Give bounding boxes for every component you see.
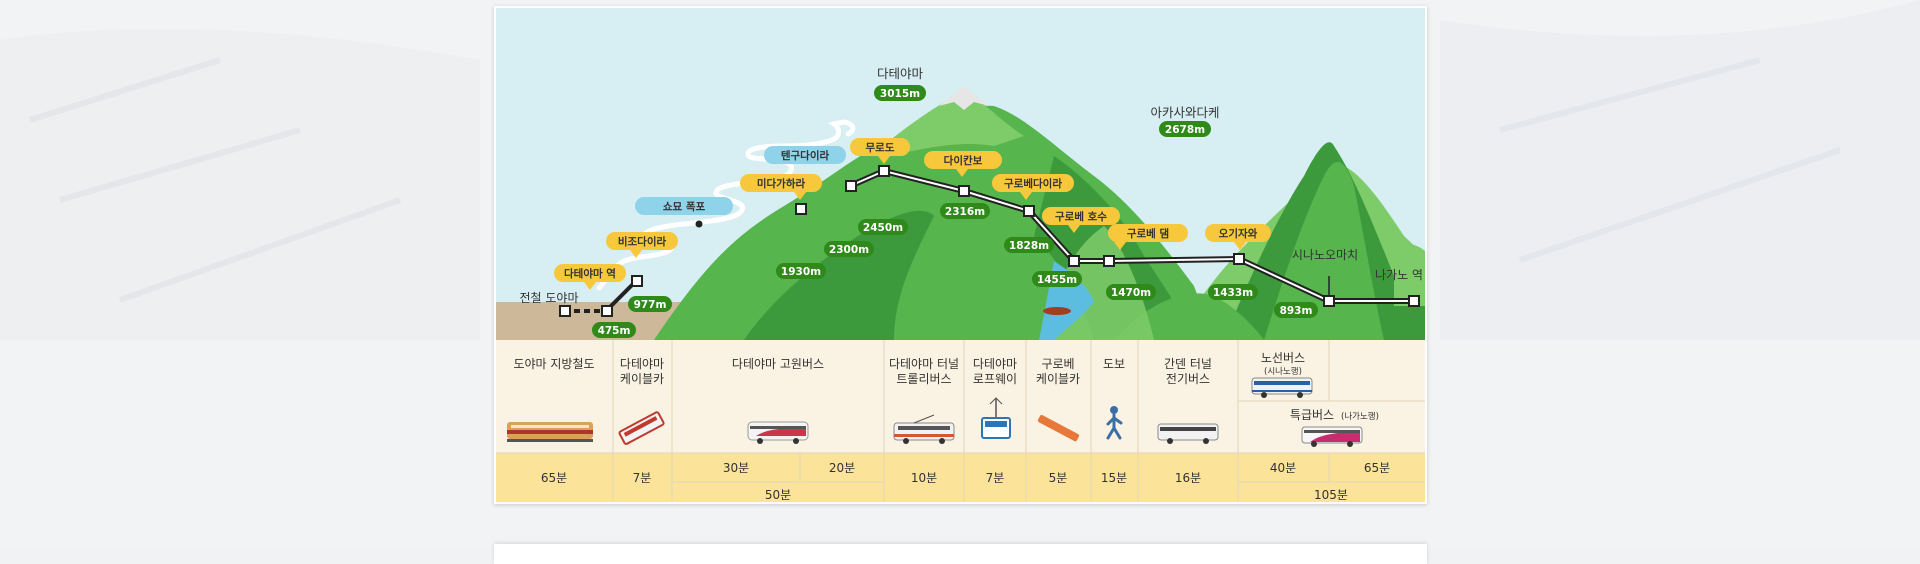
- boat: [1043, 307, 1071, 315]
- time-kurobe-cable: 5분: [1049, 471, 1068, 485]
- plain-station-labels: 전철 도야마 시나노오마치 나가노 역: [519, 248, 1423, 305]
- tag-midagahara: 미다가하라: [757, 177, 806, 190]
- table-dividers: [496, 340, 1425, 502]
- time-route-bus-2: 65분: [1364, 461, 1390, 475]
- peak-akazawa-alt: 2678m: [1165, 124, 1205, 136]
- alt-893: 893m: [1280, 305, 1313, 317]
- station-tags: 다테야마 역 비조다이라 미다가하라 무로도 다이칸보 구로베다이라 구로베 호…: [554, 138, 1271, 290]
- time-walk: 15분: [1101, 471, 1127, 485]
- tag-bijodaira: 비조다이라: [618, 235, 667, 248]
- alt-1470: 1470m: [1111, 287, 1151, 299]
- tag-murodo: 무로도: [866, 142, 895, 154]
- label-tetsudo-toyama: 전철 도야마: [519, 291, 578, 305]
- alt-1433: 1433m: [1213, 287, 1253, 299]
- label-nagano: 나가노 역: [1375, 268, 1423, 282]
- trolley-bus-icon: [893, 414, 955, 444]
- time-kanden: 16분: [1175, 471, 1201, 485]
- peak-akazawa-name: 아카사와다케: [1150, 105, 1219, 120]
- label-express-bus: 특급버스: [1290, 408, 1334, 422]
- time-route-total: 105분: [1314, 488, 1348, 502]
- label-toyama-rail: 도야마 지방철도: [513, 357, 594, 371]
- label-trolley-2: 트롤리버스: [896, 372, 951, 386]
- train-icon: [507, 422, 593, 442]
- transport-labels: 도야마 지방철도 다테야마 케이블카 다테야마 고원버스 다테야마 터널 트롤리…: [513, 351, 1379, 422]
- express-bus-icon: [1301, 426, 1363, 447]
- vehicle-icons: [507, 377, 1363, 447]
- tag-ogizawa: 오기자와: [1219, 227, 1258, 240]
- altitude-pills: 475m 977m 1930m 2300m 2450m 2316m 1828m …: [592, 203, 1318, 338]
- label-trolley-1: 다테야마 터널: [889, 357, 959, 371]
- time-bus-2: 20분: [829, 461, 855, 475]
- label-route-bus-sub: (시나노행): [1264, 366, 1302, 377]
- time-bus-total: 50분: [765, 488, 791, 502]
- label-ropeway-2: 로프웨이: [973, 372, 1017, 386]
- time-route-bus-1: 40분: [1270, 461, 1296, 475]
- time-ropeway: 7분: [986, 471, 1005, 485]
- label-highland-bus: 다테야마 고원버스: [732, 357, 824, 371]
- time-tateyama-cable: 7분: [633, 471, 652, 485]
- label-ropeway-1: 다테야마: [973, 357, 1017, 371]
- tag-shomyo-falls: 쇼묘 폭포: [663, 201, 706, 213]
- ropeway-icon: [981, 397, 1011, 439]
- next-card-edge: [494, 544, 1427, 564]
- highland-bus-icon: [747, 421, 809, 444]
- peak-tateyama-alt: 3015m: [880, 88, 920, 100]
- peak-labels: 다테야마 3015m 아카사와다케 2678m: [874, 66, 1220, 137]
- label-kurobe-cable-2: 케이블카: [1036, 372, 1080, 386]
- time-bus-1: 30분: [723, 461, 749, 475]
- time-trolley: 10분: [911, 471, 937, 485]
- label-shinanoomachi: 시나노오마치: [1292, 248, 1358, 262]
- label-kurobe-cable-1: 구로베: [1041, 357, 1074, 371]
- alt-2300: 2300m: [829, 244, 869, 256]
- tag-kurobe-dam: 구로베 댐: [1127, 227, 1169, 240]
- tag-tateyama-station: 다테야마 역: [564, 267, 616, 280]
- alt-977: 977m: [634, 299, 667, 311]
- alt-1930: 1930m: [781, 266, 821, 278]
- kurobe-cable-icon: [1037, 414, 1080, 442]
- alt-2450: 2450m: [863, 222, 903, 234]
- peak-tateyama-name: 다테야마: [877, 66, 924, 81]
- travel-times: 65분 7분 30분 20분 50분 10분 7분 5분 15분 16분 40분…: [541, 461, 1390, 502]
- alt-1828: 1828m: [1009, 240, 1049, 252]
- tag-kurobe-lake: 구로베 호수: [1055, 210, 1107, 223]
- label-kanden-1: 간덴 터널: [1164, 357, 1212, 371]
- time-toyama-rail: 65분: [541, 471, 567, 485]
- label-walk: 도보: [1103, 357, 1125, 371]
- electric-bus-icon: [1157, 423, 1219, 444]
- alpine-route-diagram: 다테야마 역 비조다이라 미다가하라 무로도 다이칸보 구로베다이라 구로베 호…: [496, 8, 1425, 502]
- tag-kurobedaira: 구로베다이라: [1004, 177, 1062, 190]
- alt-2316: 2316m: [945, 206, 985, 218]
- label-tateyama-cable-2: 케이블카: [620, 372, 664, 386]
- label-kanden-2: 전기버스: [1166, 372, 1210, 386]
- route-bus-icon: [1251, 377, 1313, 398]
- cable-car-icon: [618, 411, 665, 445]
- alt-475: 475m: [598, 325, 631, 337]
- transport-table: [496, 340, 1425, 453]
- route-card: 다테야마 역 비조다이라 미다가하라 무로도 다이칸보 구로베다이라 구로베 호…: [494, 6, 1427, 504]
- label-tateyama-cable-1: 다테야마: [620, 357, 664, 371]
- label-express-bus-sub: (나가노행): [1341, 411, 1379, 422]
- walk-icon: [1106, 406, 1123, 440]
- stop-markers: [559, 165, 1420, 317]
- time-table: [496, 453, 1425, 502]
- shomyo-falls-dot: [695, 220, 703, 228]
- tag-daikanbo: 다이칸보: [944, 154, 983, 167]
- alt-1455: 1455m: [1037, 274, 1077, 286]
- tag-tengudaira: 텐구다이라: [781, 149, 830, 162]
- label-route-bus: 노선버스: [1261, 351, 1305, 365]
